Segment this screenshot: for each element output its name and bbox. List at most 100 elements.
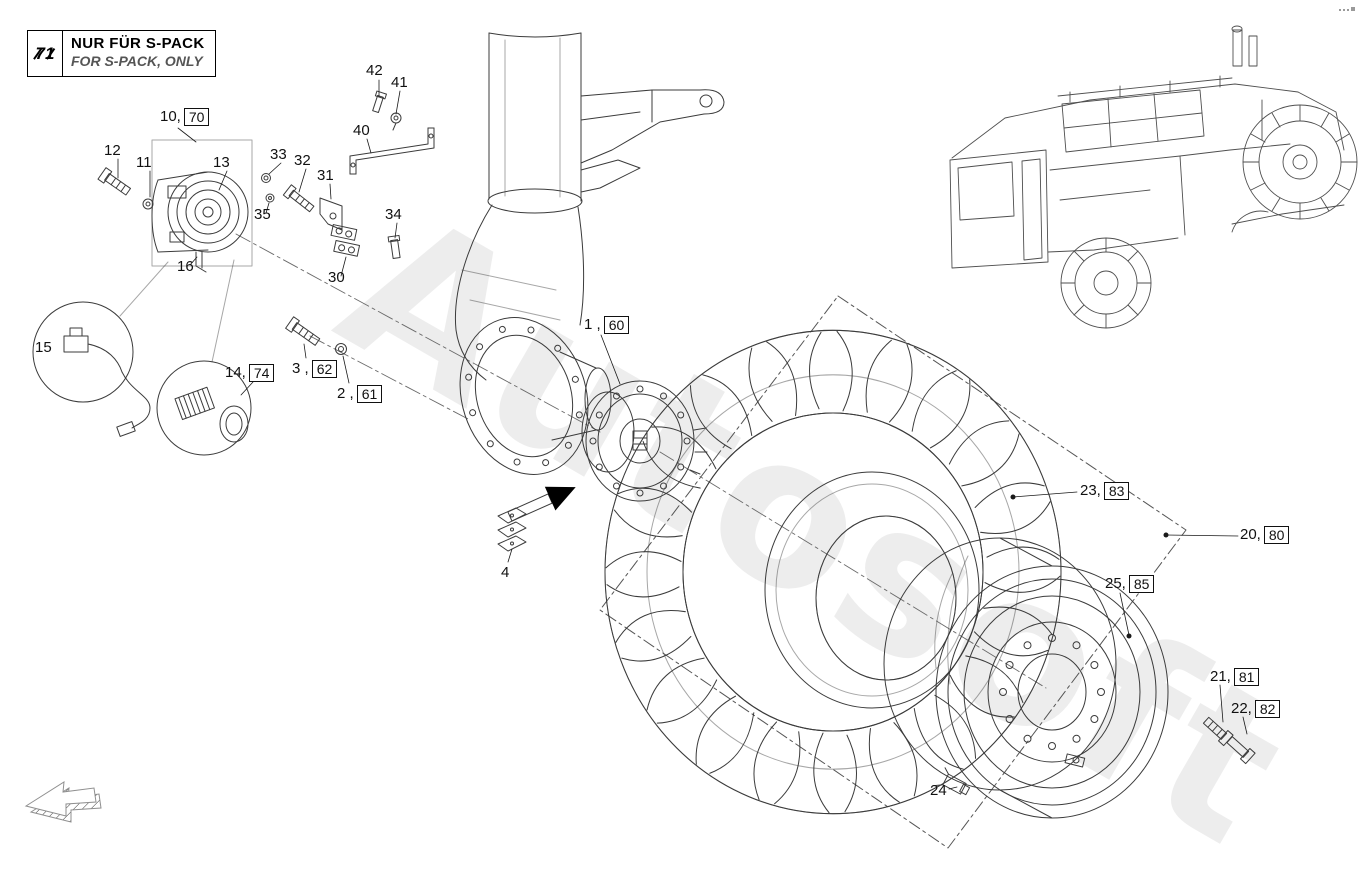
callout-boxed-number: 82 <box>1254 700 1281 718</box>
figure-badge: 71 <box>28 31 63 76</box>
callout-number: 40 <box>353 122 370 139</box>
leader-lines <box>117 79 1248 790</box>
bolt-42 <box>372 90 387 114</box>
bolt-12 <box>97 167 131 196</box>
machine-illustration <box>949 25 1358 329</box>
clamp-blocks-30 <box>330 224 361 257</box>
callout-25-85: 25,85 <box>1105 575 1155 593</box>
clip-41 <box>390 112 402 131</box>
callout-31: 31 <box>317 167 334 185</box>
dot <box>1339 9 1341 11</box>
rim <box>883 537 1169 819</box>
callout-number: 35 <box>254 206 271 223</box>
callout-20-80: 20,80 <box>1240 526 1290 544</box>
callout-13: 13 <box>213 154 230 172</box>
callout-number: 4 <box>501 564 510 581</box>
callout-number: 22, <box>1231 700 1252 717</box>
machine-rear-wheel <box>1242 104 1358 220</box>
callout-number: 34 <box>385 206 402 223</box>
callout-41: 41 <box>391 74 408 92</box>
callout-number: 13 <box>213 154 230 171</box>
sensor-detail-15 <box>32 261 169 437</box>
s-pack-note: 71 NUR FÜR S-PACK FOR S-PACK, ONLY <box>27 30 216 77</box>
callout-number: 31 <box>317 167 334 184</box>
callout-number: 25, <box>1105 575 1126 592</box>
callout-number: 24 <box>930 782 947 799</box>
axis-lines <box>235 233 1047 689</box>
callout-15: 15 <box>35 339 52 357</box>
callout-number: 14, <box>225 364 246 381</box>
callout-number: 2 , <box>337 385 354 402</box>
dot <box>1347 9 1349 11</box>
callout-number: 23, <box>1080 482 1101 499</box>
back-arrow-icon[interactable] <box>24 781 102 823</box>
callout-14-74: 14,74 <box>225 364 275 382</box>
callout-boxed-number: 74 <box>248 364 275 382</box>
callout-number: 21, <box>1210 668 1231 685</box>
callout-number: 30 <box>328 269 345 286</box>
callout-12: 12 <box>104 142 121 160</box>
callout-number: 10, <box>160 108 181 125</box>
hub-assembly <box>581 380 708 502</box>
note-text: NUR FÜR S-PACK FOR S-PACK, ONLY <box>63 31 215 76</box>
callout-32: 32 <box>294 152 311 170</box>
callout-42: 42 <box>366 62 383 80</box>
callout-number: 1 , <box>584 316 601 333</box>
callout-number: 16 <box>177 258 194 275</box>
bracket-strip-40 <box>349 127 435 175</box>
watermark-text: Autosoft <box>306 166 1327 891</box>
tire-tread-lugs <box>605 330 1061 814</box>
callout-number: 11 <box>136 154 152 171</box>
callout-number: 15 <box>35 339 52 356</box>
seal-detail-14 <box>156 259 252 456</box>
callout-boxed-number: 62 <box>311 360 338 378</box>
note-title-de: NUR FÜR S-PACK <box>71 35 205 52</box>
plug-16 <box>195 251 207 273</box>
bolt-34 <box>387 234 401 259</box>
mount-bracket-arm <box>580 89 725 193</box>
shim-plates <box>497 507 527 552</box>
callout-35: 35 <box>254 206 271 224</box>
callout-22-82: 22,82 <box>1231 700 1281 718</box>
callout-21-81: 21,81 <box>1210 668 1260 686</box>
washer-33 <box>261 173 271 183</box>
pin-35 <box>265 193 275 203</box>
direction-arrow-icon <box>507 486 576 522</box>
drive-motor-assembly <box>151 139 253 273</box>
callout-number: 20, <box>1240 526 1261 543</box>
callout-10-70: 10,70 <box>160 108 210 126</box>
callout-1-60: 1 ,60 <box>584 316 630 334</box>
tire <box>604 329 1062 815</box>
callout-30: 30 <box>328 269 345 287</box>
valve-stem <box>935 767 971 796</box>
callout-number: 12 <box>104 142 121 159</box>
callout-boxed-number: 80 <box>1263 526 1290 544</box>
dot <box>1351 7 1355 11</box>
bolt-3 <box>285 316 321 346</box>
callout-40: 40 <box>353 122 370 140</box>
callout-number: 3 , <box>292 360 309 377</box>
callout-number: 41 <box>391 74 408 91</box>
callout-boxed-number: 81 <box>1233 668 1260 686</box>
callout-3-62: 3 ,62 <box>292 360 338 378</box>
rim-bolt-22 <box>1226 736 1256 765</box>
callout-23-83: 23,83 <box>1080 482 1130 500</box>
axle-housing <box>454 204 612 475</box>
bolt-32 <box>282 184 315 213</box>
washer-2 <box>335 343 347 355</box>
dot <box>1343 9 1345 11</box>
wheel-group-boundary <box>599 295 1187 849</box>
callout-33: 33 <box>270 146 287 164</box>
callout-11: 11 <box>136 154 152 172</box>
callout-number: 33 <box>270 146 287 163</box>
callout-2-61: 2 ,61 <box>337 385 383 403</box>
callout-boxed-number: 70 <box>183 108 210 126</box>
callout-4: 4 <box>501 564 509 582</box>
callout-boxed-number: 60 <box>603 316 630 334</box>
callout-boxed-number: 83 <box>1103 482 1130 500</box>
callout-boxed-number: 61 <box>356 385 383 403</box>
callout-number: 32 <box>294 152 311 169</box>
bracket-31 <box>319 197 343 231</box>
callout-24: 24 <box>930 782 947 800</box>
